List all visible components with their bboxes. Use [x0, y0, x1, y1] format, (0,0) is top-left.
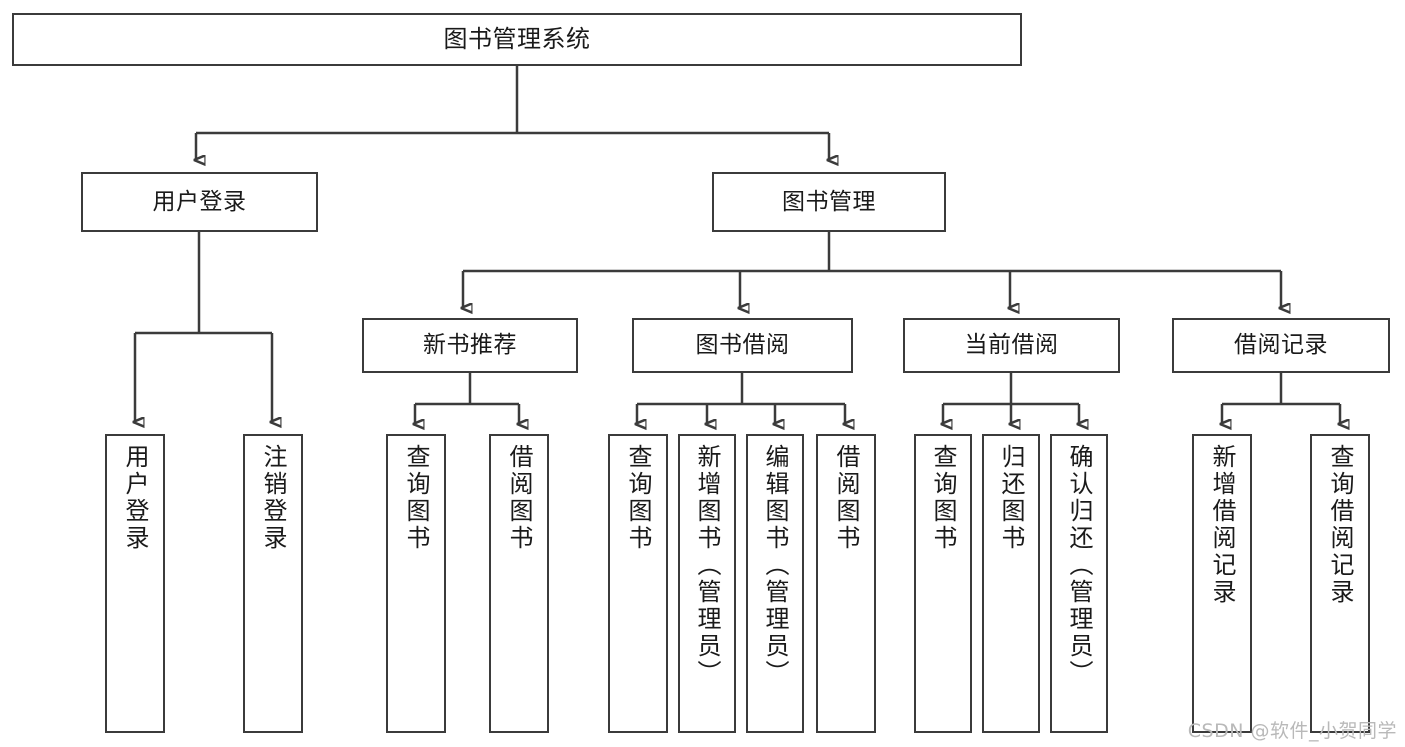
node-borrow-record[interactable]: 借阅记录 — [1172, 318, 1390, 373]
leaf-query-book-2-label: 查询图书 — [624, 444, 652, 552]
leaf-query-record[interactable]: 查询借阅记录 — [1310, 434, 1370, 733]
leaf-confirm-return-label: 确认归还（管理员） — [1065, 444, 1093, 687]
leaf-query-book-1-label: 查询图书 — [402, 444, 430, 552]
watermark: CSDN @软件_小贺同学 — [1187, 720, 1397, 742]
node-new-book-rec[interactable]: 新书推荐 — [362, 318, 578, 373]
node-root-label: 图书管理系统 — [443, 24, 591, 53]
leaf-add-book-label: 新增图书（管理员） — [693, 444, 721, 687]
node-book-borrow[interactable]: 图书借阅 — [632, 318, 853, 373]
leaf-query-book-2[interactable]: 查询图书 — [608, 434, 668, 733]
leaf-add-book[interactable]: 新增图书（管理员） — [678, 434, 736, 733]
leaf-borrow-book-2[interactable]: 借阅图书 — [816, 434, 876, 733]
leaf-query-book-3-label: 查询图书 — [929, 444, 957, 552]
node-book-manage[interactable]: 图书管理 — [712, 172, 946, 232]
leaf-logout-label: 注销登录 — [259, 444, 287, 552]
node-new-book-rec-label: 新书推荐 — [423, 332, 517, 359]
leaf-borrow-book-1-label: 借阅图书 — [505, 444, 533, 552]
leaf-user-login-label: 用户登录 — [121, 444, 149, 552]
node-current-borrow-label: 当前借阅 — [964, 332, 1059, 359]
node-borrow-record-label: 借阅记录 — [1234, 332, 1328, 359]
leaf-return-book-label: 归还图书 — [997, 444, 1025, 552]
leaf-query-book-3[interactable]: 查询图书 — [914, 434, 972, 733]
leaf-return-book[interactable]: 归还图书 — [982, 434, 1040, 733]
node-book-borrow-label: 图书借阅 — [695, 332, 790, 359]
leaf-borrow-book-1[interactable]: 借阅图书 — [489, 434, 549, 733]
leaf-add-record-label: 新增借阅记录 — [1208, 444, 1236, 606]
node-current-borrow[interactable]: 当前借阅 — [903, 318, 1120, 373]
leaf-query-record-label: 查询借阅记录 — [1326, 444, 1354, 606]
leaf-add-record[interactable]: 新增借阅记录 — [1192, 434, 1252, 733]
node-user-login[interactable]: 用户登录 — [81, 172, 318, 232]
leaf-logout[interactable]: 注销登录 — [243, 434, 303, 733]
node-root-system[interactable]: 图书管理系统 — [12, 13, 1022, 66]
node-user-login-label: 用户登录 — [152, 188, 247, 215]
leaf-confirm-return[interactable]: 确认归还（管理员） — [1050, 434, 1108, 733]
leaf-borrow-book-2-label: 借阅图书 — [832, 444, 860, 552]
leaf-edit-book-label: 编辑图书（管理员） — [761, 444, 789, 687]
leaf-edit-book[interactable]: 编辑图书（管理员） — [746, 434, 804, 733]
leaf-query-book-1[interactable]: 查询图书 — [386, 434, 446, 733]
leaf-user-login[interactable]: 用户登录 — [105, 434, 165, 733]
node-book-manage-label: 图书管理 — [782, 188, 876, 215]
